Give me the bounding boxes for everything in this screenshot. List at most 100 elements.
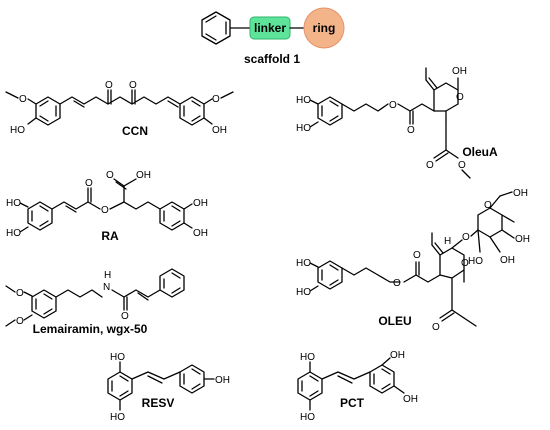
oleu-name: OLEU [378, 314, 411, 328]
oleua-carboxyl-o-1: O [426, 160, 434, 171]
resv-hydroxyl-3: OH [215, 375, 230, 386]
double-bond [191, 368, 201, 375]
ra-chain [51, 201, 101, 210]
ra-structure: HO HO O O O OH OH OH RA [6, 170, 208, 243]
oleua-hydroxyl-3: OH [452, 66, 467, 77]
double-bond [73, 100, 85, 108]
double-bond [39, 115, 49, 122]
bond [123, 178, 137, 187]
oleu-hydrogen: H [444, 236, 451, 247]
resv-structure: HO HO OH RESV [107, 352, 230, 423]
ccn-carbonyl-o-2: O [129, 80, 137, 91]
bond [477, 229, 481, 253]
double-bond [39, 205, 49, 212]
ra-acid-hydroxyl: OH [136, 170, 151, 181]
oleua-chain [341, 103, 389, 112]
scaffold-double-bond [205, 15, 217, 23]
bond [5, 285, 16, 293]
resv-hydroxyl-1: HO [110, 352, 125, 363]
oleua-structure: HO HO O O O OH O O OleuA [296, 66, 498, 179]
bond [309, 99, 319, 105]
lemairamin-carbonyl-o: O [121, 311, 129, 322]
resv-hydroxyl-2: HO [110, 412, 125, 423]
ccn-chain [59, 96, 181, 105]
pct-hydroxyl-3: OH [390, 350, 405, 361]
double-bond [43, 293, 53, 300]
double-bond [329, 279, 339, 286]
bond [431, 244, 441, 256]
oleua-chain-2 [397, 103, 435, 112]
lemairamin-chain [55, 289, 103, 298]
scaffold-caption: scaffold 1 [244, 52, 300, 66]
oleua-ring-o: O [456, 92, 464, 103]
bond [309, 121, 319, 128]
ra-hydroxyl-2: HO [6, 228, 21, 239]
oleu-sugar-hydroxyl-1: OH [513, 188, 528, 199]
bond [19, 202, 29, 208]
oleua-dihydropyran-ring [433, 82, 459, 112]
double-bond [171, 220, 181, 227]
bond [220, 91, 234, 99]
double-bond [435, 152, 449, 162]
ra-hydroxyl-1: HO [6, 198, 21, 209]
oleu-glycoside-o: O [462, 232, 470, 243]
bond [309, 285, 319, 292]
double-bond [434, 242, 444, 254]
double-bond [171, 272, 181, 279]
bond [451, 239, 463, 249]
bond [5, 319, 16, 327]
bond [23, 314, 33, 321]
double-bond [191, 115, 201, 122]
lemairamin-name: Lemairamin, wgx-50 [33, 322, 148, 336]
ccn-name: CCN [122, 124, 148, 138]
resv-vinyl [131, 371, 181, 380]
oleu-structure: HO HO O O O H O O OH OH OH HO [296, 188, 530, 333]
double-bond [119, 390, 129, 397]
lemairamin-methoxy-o-1: O [16, 288, 24, 299]
lemairamin-structure: O O H N O Lemairamin, wgx-50 [5, 268, 185, 336]
bond [499, 191, 513, 197]
bond [439, 309, 453, 319]
oleu-sugar-hydroxyl-2: OH [515, 234, 530, 245]
ra-chain-2 [109, 201, 161, 210]
scaffold-diagram: linker ring scaffold 1 [201, 7, 345, 66]
oleu-sugar-hydroxyl-4: HO [468, 256, 483, 267]
scaffold-double-bond [205, 33, 217, 41]
oleu-chain-2 [403, 274, 441, 283]
double-bond [65, 205, 77, 213]
ring-circle [303, 7, 345, 49]
bond [19, 226, 29, 233]
lemairamin-chain-2 [111, 289, 161, 298]
bond [203, 117, 213, 125]
ra-acid-carbonyl-o: O [106, 170, 114, 181]
ra-right-hydroxyl-2: OH [193, 228, 208, 239]
ra-right-hydroxyl-1: OH [193, 198, 208, 209]
pct-hydroxyl-2: HO [300, 412, 315, 423]
bond [461, 169, 471, 179]
oleu-hydroxyl-1: HO [296, 258, 311, 269]
double-bond [167, 100, 179, 108]
oleua-hydroxyl-2: HO [296, 123, 311, 134]
oleu-sugar-ring-o: O [484, 200, 492, 211]
ccn-structure: O HO O O O OH CCN [5, 80, 234, 138]
double-bond [39, 100, 49, 107]
double-bond [329, 264, 339, 271]
bond [501, 214, 515, 223]
double-bond [309, 375, 319, 382]
double-bond [119, 375, 129, 382]
bond [5, 91, 19, 99]
linker-label: linker [254, 21, 286, 35]
double-bond [441, 312, 455, 322]
bond [445, 149, 459, 159]
pct-hydroxyl-1: HO [300, 352, 315, 363]
oleu-ring-o: O [461, 258, 469, 269]
bond [470, 229, 479, 237]
bond [463, 317, 477, 327]
bond [489, 236, 501, 253]
double-bond [39, 220, 49, 227]
double-bond [428, 77, 438, 89]
ra-ester-carbonyl-o: O [85, 178, 93, 189]
bond [183, 203, 193, 210]
ccn-methoxy-o-right: O [212, 94, 220, 105]
